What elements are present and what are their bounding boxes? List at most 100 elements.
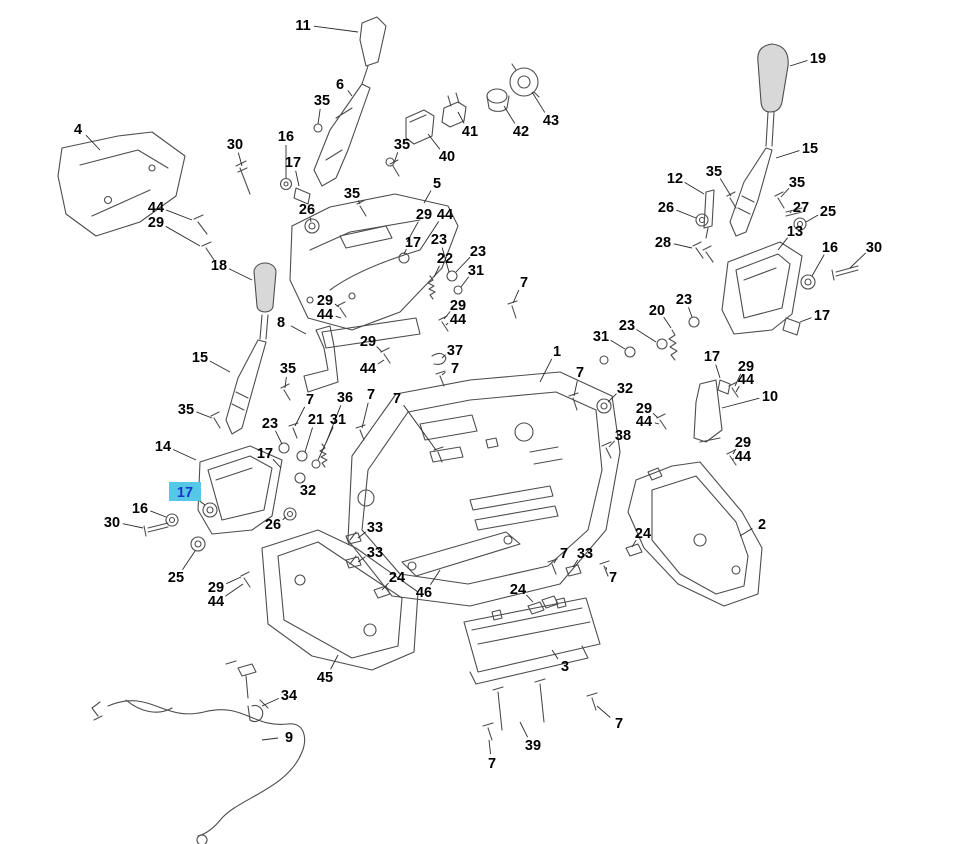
part-callout-7[interactable]: 7	[306, 392, 314, 408]
part-callout-7[interactable]: 7	[560, 546, 568, 562]
part-callout-23[interactable]: 23	[470, 244, 486, 260]
part-callout-11[interactable]: 11	[295, 18, 310, 34]
part-callout-30[interactable]: 30	[227, 137, 243, 153]
part-callout-35[interactable]: 35	[178, 402, 194, 418]
part-callout-31[interactable]: 31	[468, 263, 484, 279]
part-callout-22[interactable]: 22	[437, 251, 453, 267]
part-callout-24[interactable]: 24	[510, 582, 526, 598]
part-callout-17[interactable]: 17	[177, 485, 193, 501]
part-callout-46[interactable]: 46	[416, 585, 432, 601]
part-callout-31[interactable]: 31	[593, 329, 609, 345]
part-callout-1[interactable]: 1	[553, 344, 561, 360]
part-callout-30[interactable]: 30	[866, 240, 882, 256]
part-callout-7[interactable]: 7	[393, 391, 401, 407]
part-callout-13[interactable]: 13	[787, 224, 803, 240]
part-callout-26[interactable]: 26	[299, 202, 315, 218]
part-callout-7[interactable]: 7	[609, 570, 617, 586]
part-callout-44[interactable]: 44	[148, 200, 164, 216]
part-callout-17[interactable]: 17	[405, 235, 421, 251]
part-callout-17[interactable]: 17	[257, 446, 273, 462]
part-callout-27[interactable]: 27	[793, 200, 809, 216]
part-callout-5[interactable]: 5	[433, 176, 441, 192]
part-callout-29[interactable]: 29	[208, 580, 224, 596]
part-callout-7[interactable]: 7	[451, 361, 459, 377]
part-callout-26[interactable]: 26	[658, 200, 674, 216]
part-callout-23[interactable]: 23	[676, 292, 692, 308]
part-callout-44[interactable]: 44	[360, 361, 376, 377]
part-callout-16[interactable]: 16	[132, 501, 148, 517]
part-callout-23[interactable]: 23	[262, 416, 278, 432]
part-callout-35[interactable]: 35	[706, 164, 722, 180]
part-callout-7[interactable]: 7	[520, 275, 528, 291]
part-callout-33[interactable]: 33	[367, 545, 383, 561]
part-callout-7[interactable]: 7	[576, 365, 584, 381]
part-callout-29[interactable]: 29	[416, 207, 432, 223]
part-callout-7[interactable]: 7	[488, 756, 496, 772]
part-callout-31[interactable]: 31	[330, 412, 346, 428]
part-callout-17[interactable]: 17	[285, 155, 301, 171]
part-callout-40[interactable]: 40	[439, 149, 455, 165]
part-callout-36[interactable]: 36	[337, 390, 353, 406]
part-callout-23[interactable]: 23	[619, 318, 635, 334]
part-callout-35[interactable]: 35	[394, 137, 410, 153]
part-callout-33[interactable]: 33	[577, 546, 593, 562]
part-callout-34[interactable]: 34	[281, 688, 297, 704]
part-callout-15[interactable]: 15	[192, 350, 208, 366]
part-callout-7[interactable]: 7	[615, 716, 623, 732]
part-callout-24[interactable]: 24	[635, 526, 651, 542]
part-callout-20[interactable]: 20	[649, 303, 665, 319]
part-callout-28[interactable]: 28	[655, 235, 671, 251]
part-callout-29[interactable]: 29	[735, 435, 751, 451]
part-callout-44[interactable]: 44	[437, 207, 453, 223]
part-callout-44[interactable]: 44	[738, 372, 754, 388]
part-callout-15[interactable]: 15	[802, 141, 818, 157]
part-callout-39[interactable]: 39	[525, 738, 541, 754]
part-callout-37[interactable]: 37	[447, 343, 463, 359]
part-callout-10[interactable]: 10	[762, 389, 778, 405]
part-callout-33[interactable]: 33	[367, 520, 383, 536]
part-callout-16[interactable]: 16	[278, 129, 294, 145]
part-callout-29[interactable]: 29	[360, 334, 376, 350]
part-callout-14[interactable]: 14	[155, 439, 171, 455]
part-callout-4[interactable]: 4	[74, 122, 82, 138]
part-callout-25[interactable]: 25	[820, 204, 836, 220]
part-callout-21[interactable]: 21	[308, 412, 324, 428]
part-callout-32[interactable]: 32	[300, 483, 316, 499]
part-callout-19[interactable]: 19	[810, 51, 826, 67]
part-callout-35[interactable]: 35	[314, 93, 330, 109]
part-callout-8[interactable]: 8	[277, 315, 285, 331]
part-callout-43[interactable]: 43	[543, 113, 559, 129]
part-callout-38[interactable]: 38	[615, 428, 631, 444]
part-callout-35[interactable]: 35	[344, 186, 360, 202]
part-callout-7[interactable]: 7	[367, 387, 375, 403]
part-callout-12[interactable]: 12	[667, 171, 683, 187]
part-callout-35[interactable]: 35	[280, 361, 296, 377]
part-callout-25[interactable]: 25	[168, 570, 184, 586]
part-callout-17[interactable]: 17	[704, 349, 720, 365]
part-callout-45[interactable]: 45	[317, 670, 333, 686]
part-callout-35[interactable]: 35	[789, 175, 805, 191]
part-callout-6[interactable]: 6	[336, 77, 344, 93]
part-callout-44[interactable]: 44	[450, 312, 466, 328]
part-callout-30[interactable]: 30	[104, 515, 120, 531]
part-callout-32[interactable]: 32	[617, 381, 633, 397]
part-callout-17[interactable]: 17	[814, 308, 830, 324]
part-callout-23[interactable]: 23	[431, 232, 447, 248]
part-callout-26[interactable]: 26	[265, 517, 281, 533]
part-callout-16[interactable]: 16	[822, 240, 838, 256]
part-callout-18[interactable]: 18	[211, 258, 227, 274]
part-callout-24[interactable]: 24	[389, 570, 405, 586]
part-callout-44[interactable]: 44	[317, 307, 333, 323]
part-callout-29[interactable]: 29	[636, 401, 652, 417]
part-callout-9[interactable]: 9	[285, 730, 293, 746]
part-callout-2[interactable]: 2	[758, 517, 766, 533]
part-callout-41[interactable]: 41	[462, 124, 478, 140]
part-callout-44[interactable]: 44	[208, 594, 224, 610]
part-callout-3[interactable]: 3	[561, 659, 569, 675]
part-callout-42[interactable]: 42	[513, 124, 529, 140]
part-callout-29[interactable]: 29	[148, 215, 164, 231]
part-callout-44[interactable]: 44	[636, 414, 652, 430]
part-callout-29[interactable]: 29	[450, 298, 466, 314]
part-callout-29[interactable]: 29	[317, 293, 333, 309]
part-callout-44[interactable]: 44	[735, 449, 751, 465]
